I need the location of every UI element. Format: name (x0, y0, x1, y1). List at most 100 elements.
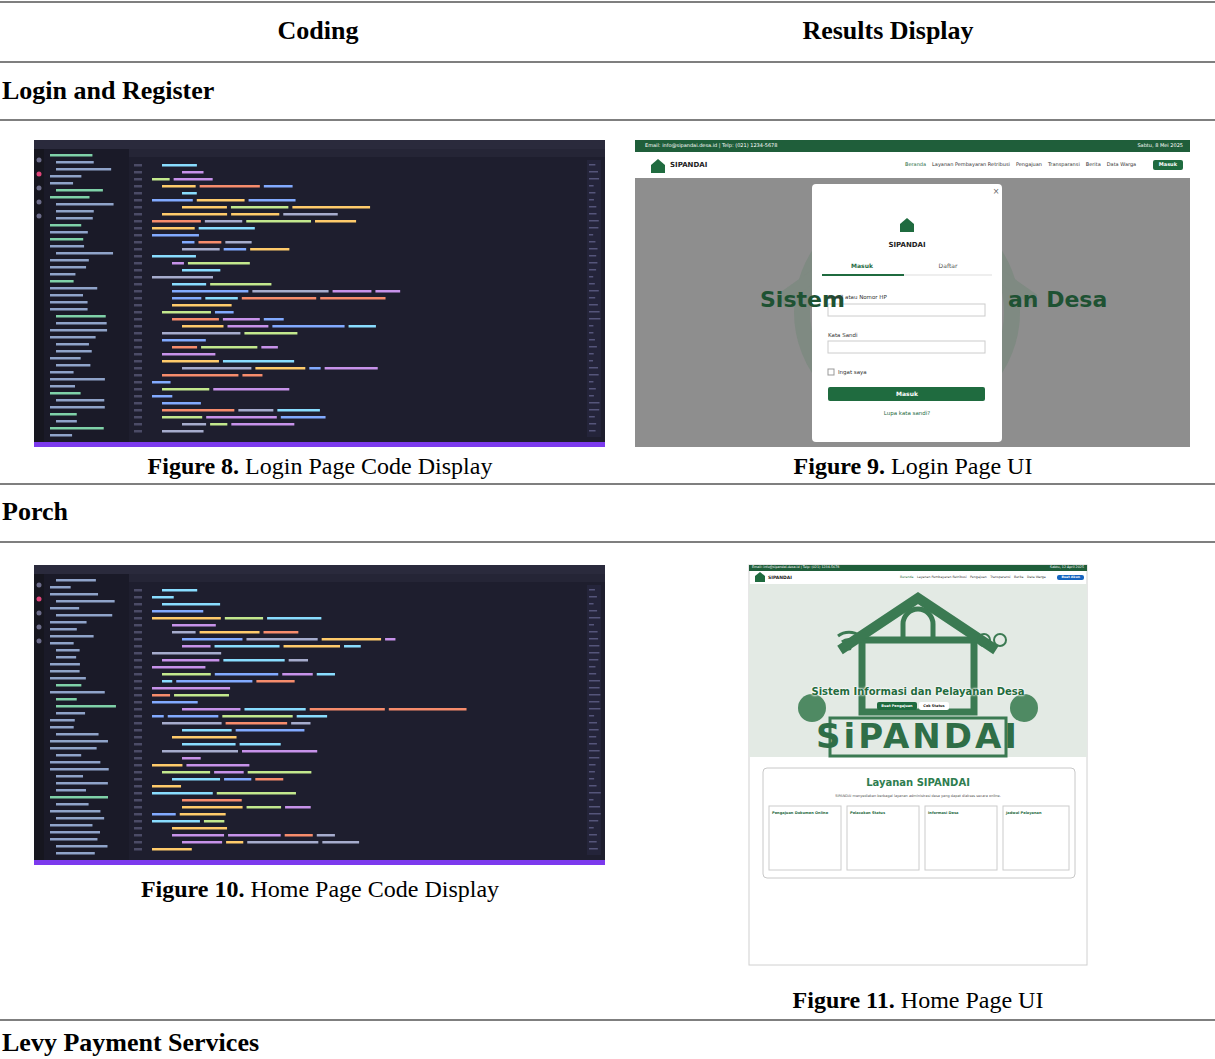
rect-shape (198, 241, 221, 244)
circle-shape (37, 186, 42, 191)
rect-shape (56, 684, 81, 687)
rect-shape (180, 813, 226, 816)
circle-shape (37, 597, 42, 602)
rect-shape (134, 687, 142, 690)
rect-shape (152, 764, 182, 767)
rect-shape (56, 203, 114, 206)
rect-shape (213, 388, 289, 391)
rect-shape (134, 603, 142, 606)
rect-shape (50, 259, 89, 262)
rect-shape (272, 325, 344, 328)
rect-shape (283, 213, 337, 216)
rect-shape (182, 757, 201, 760)
rect-shape (197, 199, 245, 202)
rect-shape (152, 694, 170, 697)
rect-shape (134, 381, 142, 384)
path-shape (903, 609, 933, 640)
rect-shape (847, 806, 919, 870)
rect-shape (50, 691, 105, 694)
rect-shape (134, 799, 142, 802)
rect-shape (134, 610, 142, 613)
rect-shape (749, 565, 1087, 965)
rect-shape (172, 297, 201, 300)
rect-shape (152, 178, 170, 181)
rect-shape (56, 161, 94, 164)
rect-shape (134, 304, 142, 307)
rect-shape (56, 852, 95, 855)
rect-shape (589, 673, 596, 675)
rect-shape (182, 171, 204, 174)
rect-shape (162, 360, 219, 363)
rect-shape (152, 227, 195, 230)
rect-shape (50, 329, 107, 332)
figure-caption: Home Page Code Display (250, 876, 499, 904)
rect-shape (56, 210, 94, 213)
rect-shape (589, 799, 593, 801)
section-heading: Login and Register (2, 76, 214, 106)
rect-shape (152, 715, 164, 718)
rect-shape (182, 206, 227, 209)
rect-shape (134, 213, 142, 216)
rect-shape (242, 750, 317, 753)
rect-shape (182, 729, 232, 732)
rect-shape (152, 666, 205, 669)
circle-shape (37, 611, 42, 616)
rect-shape (134, 694, 142, 697)
column-header: Coding (278, 16, 359, 46)
rect-shape (56, 775, 83, 778)
line-shape (822, 274, 904, 276)
rect-shape (162, 673, 211, 676)
figure-number: Figure 10. (141, 876, 245, 904)
ui-text: SiPANDAI (816, 717, 1020, 756)
rect-shape (129, 574, 605, 582)
rect-shape (589, 792, 601, 794)
rect-shape (134, 652, 142, 655)
ui-text: Pengajuan (1016, 162, 1042, 168)
ui-text: Kata Sandi (828, 332, 858, 338)
rect-shape (152, 652, 221, 655)
rect-shape (134, 750, 142, 753)
rect-shape (50, 231, 88, 234)
rect-shape (182, 269, 220, 272)
rect-shape (589, 694, 600, 696)
rect-shape (589, 423, 596, 425)
rect-shape (589, 757, 599, 759)
line-shape (0, 541, 1215, 542)
rect-shape (134, 325, 142, 328)
rect-shape (134, 395, 142, 398)
rect-shape (589, 353, 594, 355)
column-header: Results Display (802, 16, 973, 46)
rect-shape (255, 778, 283, 781)
code-screenshot (34, 140, 605, 447)
rect-shape (56, 656, 76, 659)
rect-shape (828, 304, 985, 316)
rect-shape (277, 409, 320, 412)
rect-shape (134, 715, 142, 718)
rect-shape (375, 290, 400, 293)
rect-shape (129, 149, 605, 157)
rect-shape (264, 318, 284, 321)
rect-shape (182, 423, 206, 426)
rect-shape (589, 248, 598, 250)
rect-shape (635, 152, 1190, 178)
rect-shape (50, 413, 77, 416)
rect-shape (252, 290, 328, 293)
rect-shape (162, 430, 204, 433)
rect-shape (134, 673, 142, 676)
home-screenshot (749, 565, 1087, 965)
line-shape (0, 1, 1215, 2)
rect-shape (152, 276, 213, 279)
rect-shape (200, 631, 260, 634)
rect-shape (162, 213, 227, 216)
rect-shape (322, 638, 381, 641)
rect-shape (50, 824, 92, 827)
rect-shape (172, 304, 232, 307)
rect-shape (50, 245, 84, 248)
ui-button-text: Masuk (1153, 160, 1183, 170)
rect-shape (589, 178, 599, 180)
rect-shape (50, 266, 86, 269)
rect-shape (1003, 806, 1069, 870)
rect-shape (56, 698, 77, 701)
ui-text: Transparansi (990, 576, 1010, 580)
